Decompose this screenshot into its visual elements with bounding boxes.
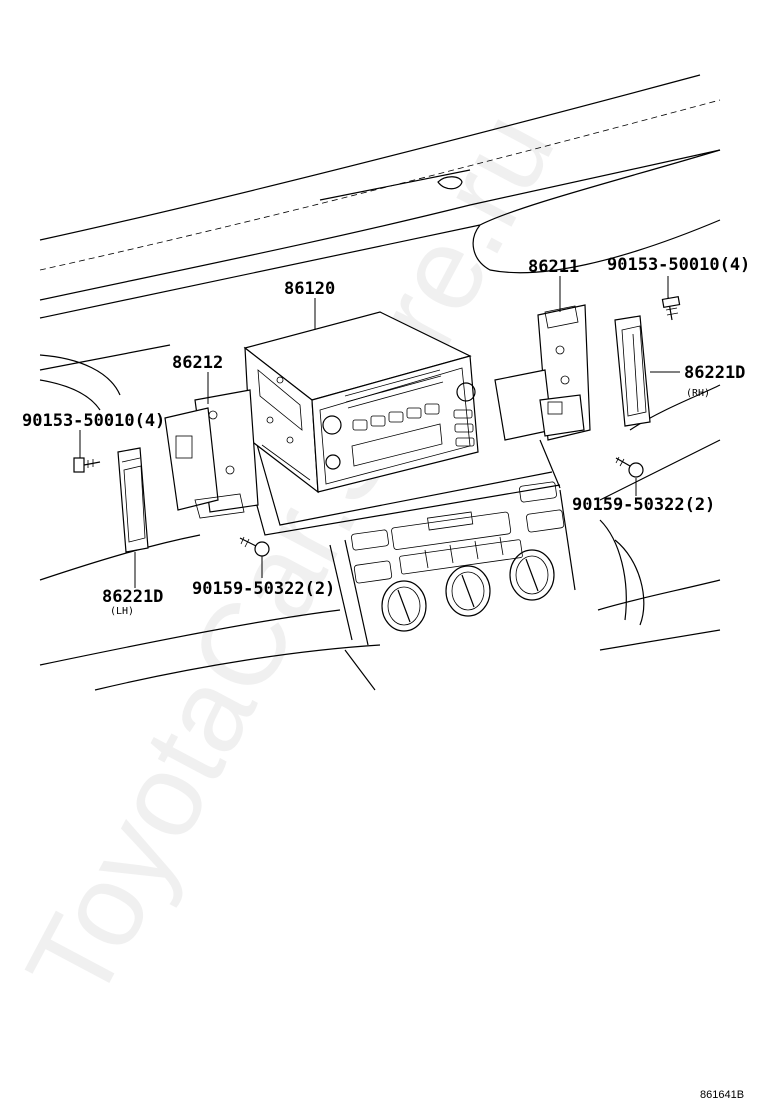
head-unit-86120 [243, 311, 479, 494]
screw-top-lh-icon [73, 457, 101, 473]
label-90153-50010-rh: 90153-50010(4) [607, 255, 750, 275]
dashboard-outline [39, 74, 721, 691]
climate-control-panel [351, 481, 565, 632]
knob-right-icon [509, 549, 555, 601]
label-90159-50322-rh: 90159-50322(2) [572, 495, 715, 515]
bracket-rh-86211 [494, 304, 591, 441]
label-90159-50322-lh: 90159-50322(2) [192, 579, 335, 599]
bracket-lh-86212 [164, 389, 259, 519]
label-86221d-lh: 86221D [102, 587, 163, 607]
knob-center-icon [445, 565, 491, 617]
label-86120: 86120 [284, 279, 335, 299]
label-86211: 86211 [528, 257, 579, 277]
knob-left-icon [381, 580, 427, 632]
label-rh: (RH) [686, 388, 710, 399]
label-86221d-rh: 86221D [684, 363, 745, 383]
label-90153-50010-lh: 90153-50010(4) [22, 411, 165, 431]
leader-lines [79, 276, 680, 588]
watermark: ToyotaCar.Store.ru [1, 92, 579, 1023]
panel-lh-86221d [117, 447, 149, 553]
screw-top-rh-icon [661, 295, 681, 321]
panel-rh-86221d [614, 315, 651, 427]
label-86212: 86212 [172, 353, 223, 373]
label-lh: (LH) [110, 606, 134, 617]
screw-bottom-rh-icon [615, 456, 644, 478]
diagram-code: 861641B [700, 1089, 744, 1101]
